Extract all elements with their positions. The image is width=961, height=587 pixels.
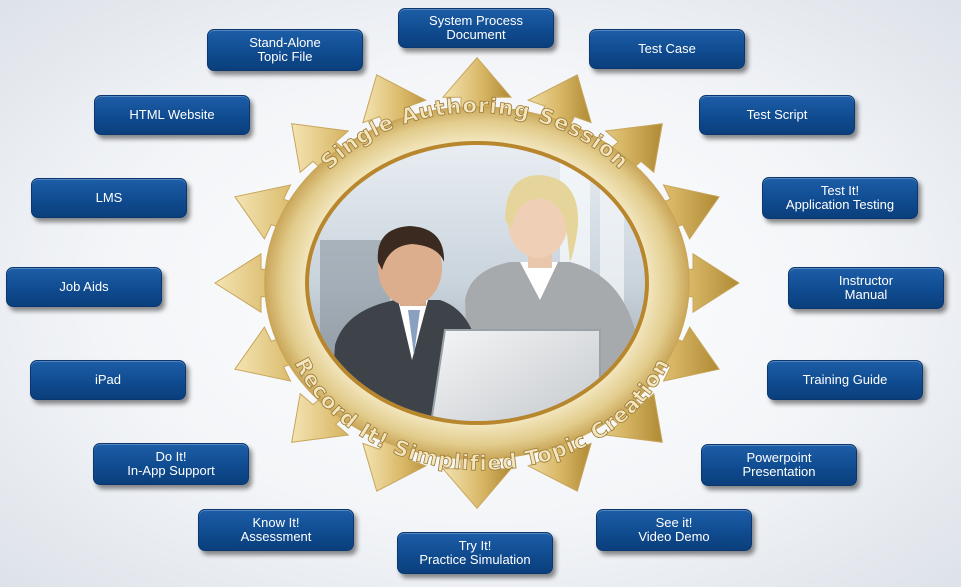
output-box-stand-alone-topic-file: Stand-Alone Topic File [207,29,363,71]
output-box-instructor-manual: Instructor Manual [788,267,944,309]
output-box-lms: LMS [31,178,187,218]
output-box-try-it: Try It! Practice Simulation [397,532,553,574]
output-box-test-case: Test Case [589,29,745,69]
output-box-do-it: Do It! In-App Support [93,443,249,485]
output-box-job-aids: Job Aids [6,267,162,307]
output-box-test-script: Test Script [699,95,855,135]
output-box-html-website: HTML Website [94,95,250,135]
output-box-system-process-document: System Process Document [398,8,554,48]
output-box-powerpoint-presentation: Powerpoint Presentation [701,444,857,486]
output-box-know-it: Know It! Assessment [198,509,354,551]
output-box-training-guide: Training Guide [767,360,923,400]
output-box-test-it: Test It! Application Testing [762,177,918,219]
output-box-see-it: See it! Video Demo [596,509,752,551]
output-box-ipad: iPad [30,360,186,400]
